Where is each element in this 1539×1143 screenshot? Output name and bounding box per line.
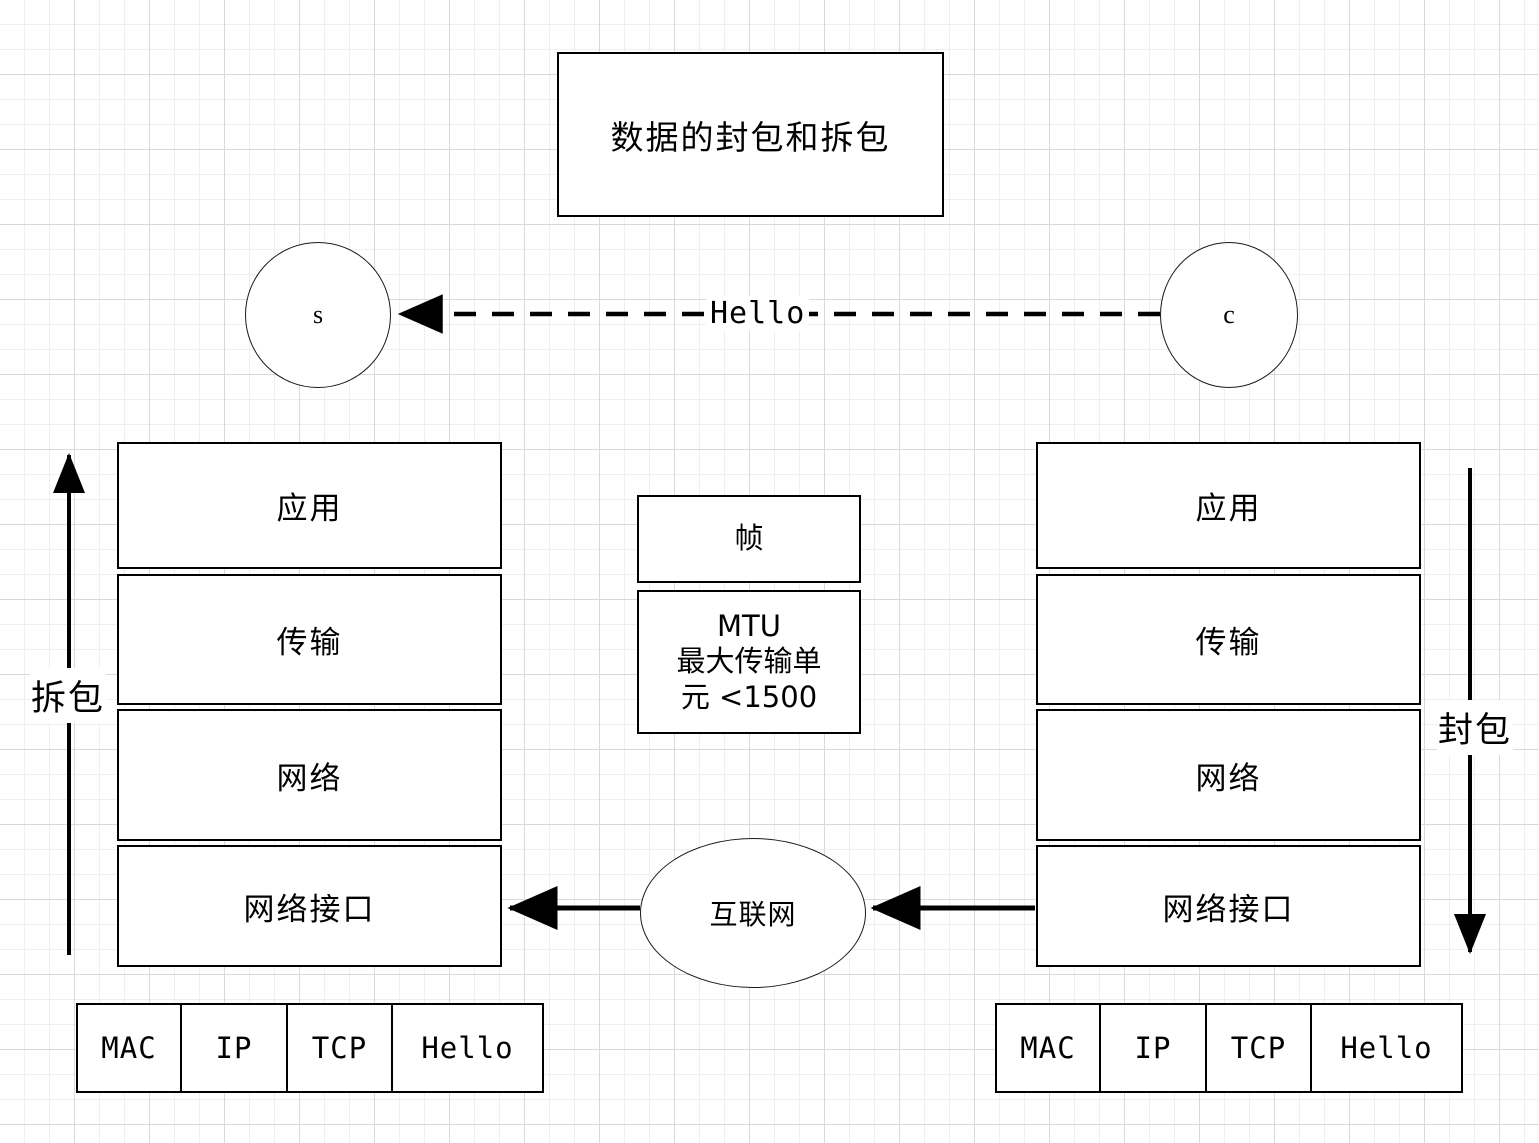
client-layer-transport[interactable]: 传输 bbox=[1036, 574, 1421, 705]
encapsulation-label: 封包 bbox=[1437, 700, 1514, 755]
mtu-note-box: MTU 最大传输单 元 <1500 bbox=[637, 590, 861, 734]
client-node[interactable]: c bbox=[1160, 242, 1298, 388]
server-layer-interface-label: 网络接口 bbox=[243, 891, 376, 928]
hello-message-label: Hello bbox=[706, 296, 810, 331]
server-packet-cell-payload-label: Hello bbox=[421, 1031, 514, 1065]
client-packet-cell-tcp: TCP bbox=[1207, 1005, 1312, 1091]
server-packet-cell-mac: MAC bbox=[78, 1005, 182, 1091]
client-layer-network[interactable]: 网络 bbox=[1036, 709, 1421, 841]
client-node-label: c bbox=[1223, 300, 1235, 329]
server-packet-cell-tcp: TCP bbox=[288, 1005, 393, 1091]
encapsulation-label-text: 封包 bbox=[1438, 711, 1513, 751]
server-packet-cell-payload: Hello bbox=[393, 1005, 542, 1091]
mtu-note-line-2: 最大传输单 bbox=[676, 644, 822, 679]
server-node-label: s bbox=[312, 300, 324, 329]
client-layer-application-label: 应用 bbox=[1195, 491, 1262, 527]
diagram-title-box: 数据的封包和拆包 bbox=[557, 52, 944, 217]
server-layer-application[interactable]: 应用 bbox=[117, 442, 502, 569]
client-packet-cell-ip: IP bbox=[1101, 1005, 1207, 1091]
client-packet-cell-mac: MAC bbox=[997, 1005, 1101, 1091]
decapsulation-label-text: 拆包 bbox=[31, 679, 106, 719]
client-packet-row: MAC IP TCP Hello bbox=[995, 1003, 1463, 1093]
decapsulation-label: 拆包 bbox=[30, 668, 107, 723]
client-packet-cell-mac-label: MAC bbox=[1020, 1031, 1076, 1065]
server-packet-row: MAC IP TCP Hello bbox=[76, 1003, 544, 1093]
internet-node-label: 互联网 bbox=[709, 898, 797, 931]
hello-message-text: Hello bbox=[710, 296, 806, 331]
client-layer-network-label: 网络 bbox=[1195, 760, 1262, 797]
server-layer-network-label: 网络 bbox=[276, 760, 343, 797]
client-packet-cell-ip-label: IP bbox=[1134, 1031, 1172, 1065]
frame-note-box: 帧 bbox=[637, 495, 861, 583]
server-node[interactable]: s bbox=[245, 242, 391, 388]
diagram-title-text: 数据的封包和拆包 bbox=[610, 117, 891, 157]
internet-node[interactable]: 互联网 bbox=[640, 838, 866, 988]
client-layer-interface-label: 网络接口 bbox=[1162, 891, 1295, 928]
server-packet-cell-ip-label: IP bbox=[215, 1031, 253, 1065]
server-layer-transport[interactable]: 传输 bbox=[117, 574, 502, 705]
server-layer-network[interactable]: 网络 bbox=[117, 709, 502, 841]
mtu-note-line-1: MTU bbox=[717, 608, 781, 643]
client-layer-interface[interactable]: 网络接口 bbox=[1036, 845, 1421, 967]
client-packet-cell-tcp-label: TCP bbox=[1230, 1031, 1287, 1065]
server-layer-transport-label: 传输 bbox=[276, 625, 343, 661]
server-layer-application-label: 应用 bbox=[276, 491, 343, 527]
client-layer-application[interactable]: 应用 bbox=[1036, 442, 1421, 569]
server-packet-cell-tcp-label: TCP bbox=[311, 1031, 368, 1065]
client-layer-transport-label: 传输 bbox=[1195, 625, 1262, 661]
client-packet-cell-payload: Hello bbox=[1312, 1005, 1461, 1091]
client-packet-cell-payload-label: Hello bbox=[1340, 1031, 1433, 1065]
frame-note-line-1: 帧 bbox=[734, 521, 764, 556]
server-packet-cell-ip: IP bbox=[182, 1005, 288, 1091]
mtu-note-line-3: 元 <1500 bbox=[680, 679, 818, 714]
server-layer-interface[interactable]: 网络接口 bbox=[117, 845, 502, 967]
server-packet-cell-mac-label: MAC bbox=[101, 1031, 157, 1065]
